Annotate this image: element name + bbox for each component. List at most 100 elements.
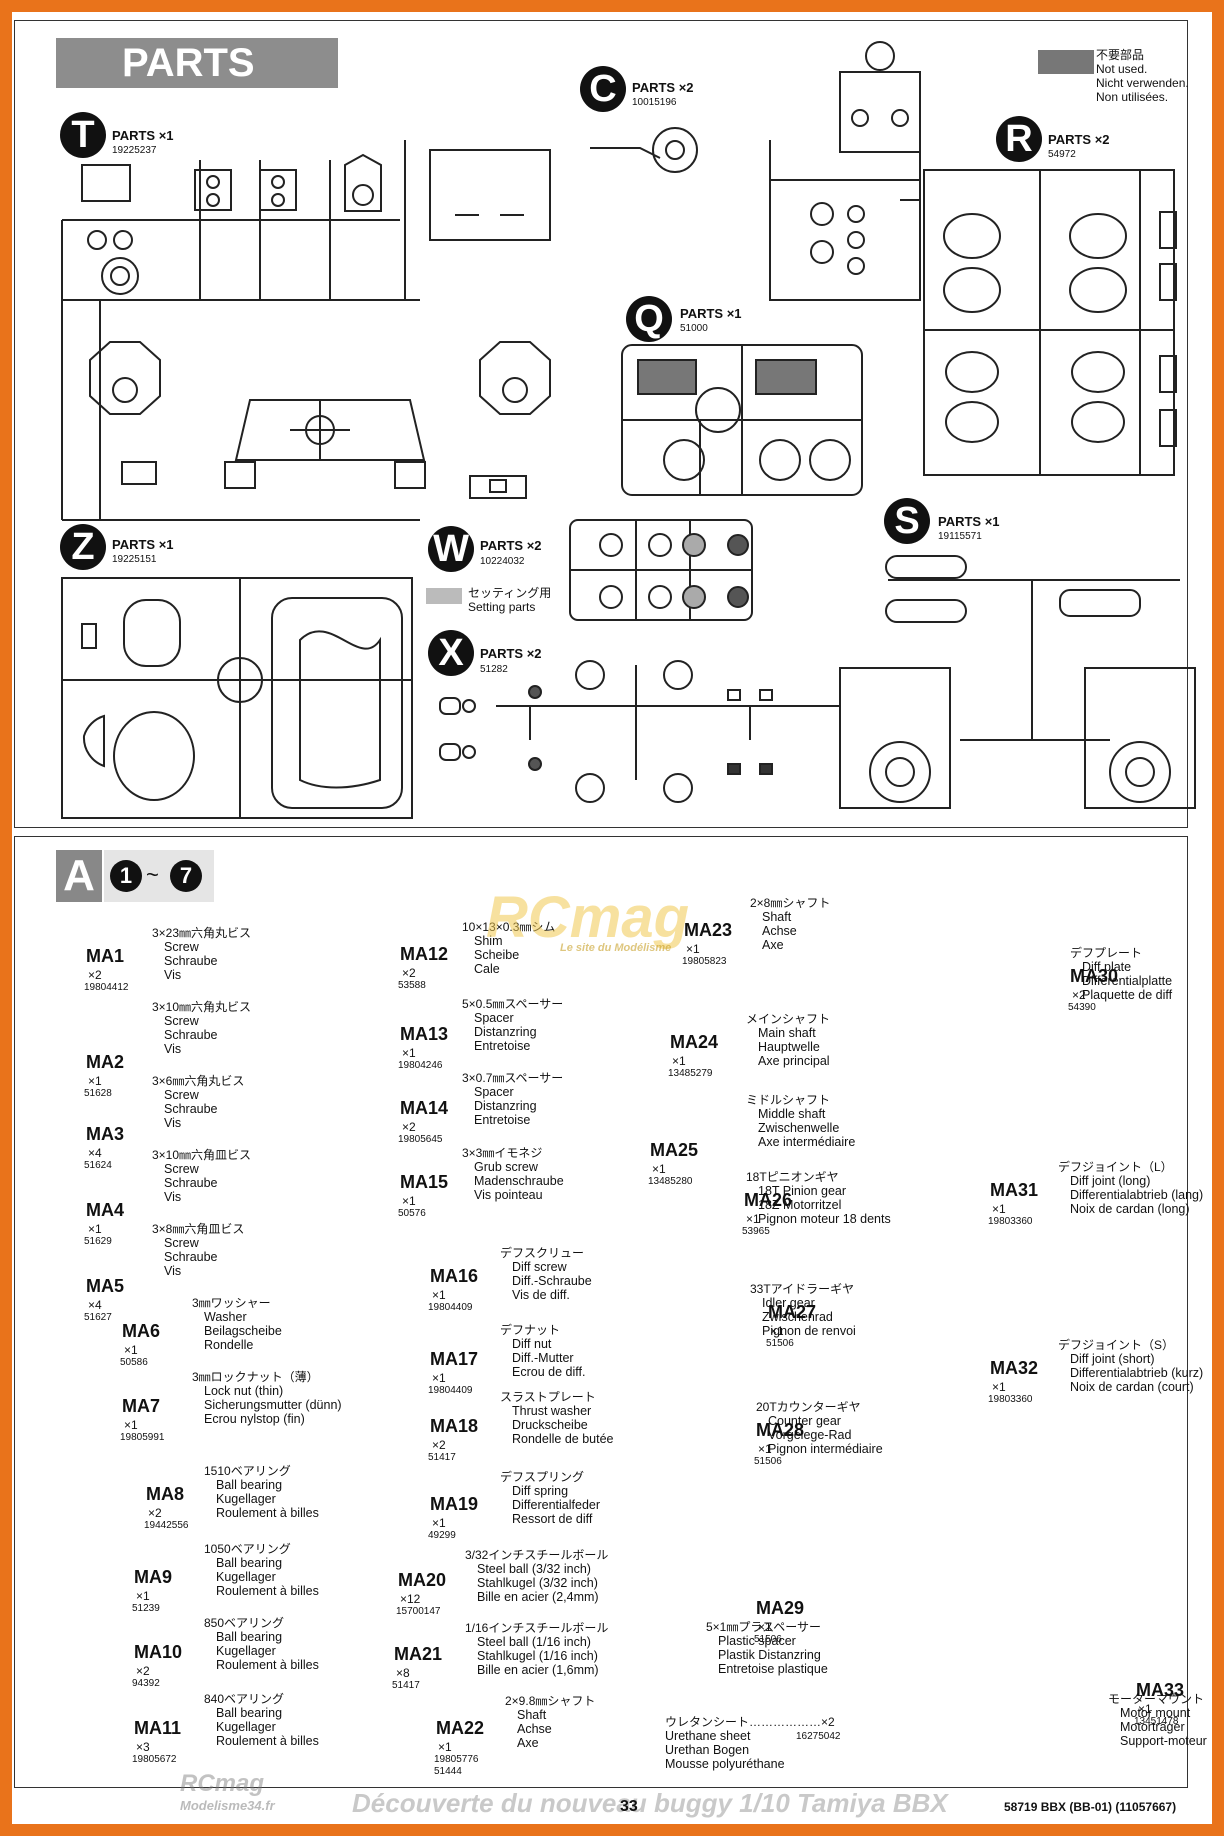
item-code: MA7 (122, 1396, 161, 1416)
item-desc-line: Roulement à billes (216, 1506, 319, 1520)
item-desc-line: Kugellager (216, 1720, 276, 1734)
item-code: MA24 (670, 1032, 719, 1052)
item-desc-line: Ecrou de diff. (512, 1365, 586, 1379)
item-desc-line: Plastic spacer (718, 1634, 796, 1648)
item-jp-name: 5×0.5㎜スペーサー (462, 997, 564, 1011)
item-qty: ×1 (992, 1380, 1006, 1394)
item-desc-line: Axe intermédiaire (758, 1135, 856, 1149)
item-desc-line: Beilagscheibe (204, 1324, 282, 1338)
item-desc-line: Rondelle de butée (512, 1432, 614, 1446)
item-code: MA1 (86, 946, 125, 966)
item-desc-line: Axe (762, 938, 784, 952)
item-desc-line: Sicherungsmutter (dünn) (204, 1398, 342, 1412)
item-code: MA23 (684, 920, 733, 940)
item-desc-line: Stahlkugel (3/32 inch) (477, 1576, 598, 1590)
item-jp-name: デフナット (500, 1323, 561, 1337)
item-desc-line: 18T Pinion gear (758, 1184, 847, 1198)
item-jp-name: デフスクリュー (500, 1246, 585, 1260)
item-desc-line: Vis (164, 1116, 182, 1130)
item-jp-name: 3㎜ワッシャー (192, 1296, 271, 1310)
item-code: MA2 (86, 1052, 125, 1072)
item-qty: ×1 (672, 1054, 686, 1068)
item-desc-line: Kugellager (216, 1570, 276, 1584)
item-ref: 13485280 (648, 1176, 693, 1187)
item-desc-line: Shim (474, 934, 503, 948)
item-ref: 50586 (120, 1357, 148, 1368)
item-desc-line: Rondelle (204, 1338, 254, 1352)
sprue-t-badge: T (60, 112, 106, 158)
watermark-logo: RCmag (486, 885, 690, 950)
item-jp-name: モーターマウント (1108, 1692, 1205, 1706)
item-desc-line: Schraube (164, 1176, 218, 1190)
item-desc-line: Entretoise (474, 1039, 531, 1053)
item-desc-line: Pignon de renvoi (762, 1324, 856, 1338)
sprue-z-badge: Z (60, 524, 106, 570)
item-ref: 49299 (428, 1530, 456, 1541)
item-ref: 51506 (754, 1634, 782, 1645)
item-desc-line: Bille en acier (2,4mm) (477, 1590, 599, 1604)
item-ref2: 51444 (434, 1766, 462, 1777)
item-ref: 19805776 (434, 1754, 479, 1765)
sprue-s-badge: S (884, 498, 930, 544)
item-qty: ×1 (770, 1324, 784, 1338)
item-desc-line: Diff nut (512, 1337, 552, 1351)
item-desc-line: Zwischenrad (762, 1310, 833, 1324)
item-desc-line: Distanzring (474, 1099, 537, 1113)
item-ref: 19804246 (398, 1060, 443, 1071)
item-desc-line: Lock nut (thin) (204, 1384, 284, 1398)
item-jp-name: スラストプレート (500, 1390, 596, 1404)
item-desc-line: Plaquette de diff (1082, 988, 1173, 1002)
step-from-badge: 1 (110, 860, 142, 892)
item-qty: ×1 (124, 1418, 138, 1432)
item-desc-line: Ressort de diff (512, 1512, 593, 1526)
item-qty: ×4 (88, 1146, 102, 1160)
item-jp-name: 1510ベアリング (204, 1464, 291, 1478)
sprue-q-pn: 51000 (680, 323, 708, 334)
item-desc-line: Screw (164, 1014, 199, 1028)
sprue-q-label: PARTS ×1 (680, 306, 742, 321)
item-desc-line: Stahlkugel (1/16 inch) (477, 1649, 598, 1663)
urethane-ref: 16275042 (796, 1731, 841, 1742)
item-jp-name: デフジョイント（S） (1058, 1338, 1175, 1352)
item-qty: ×1 (746, 1212, 760, 1226)
item-desc-line: Ball bearing (216, 1556, 283, 1570)
item-desc-line: Ball bearing (216, 1630, 283, 1644)
item-qty: ×1 (432, 1516, 446, 1530)
item-desc-line: 18Z Motorritzel (758, 1198, 842, 1212)
item-qty: ×1 (686, 942, 700, 956)
item-code: MA5 (86, 1276, 125, 1296)
item-desc-line: Madenschraube (474, 1174, 564, 1188)
item-desc-line: Differentialplatte (1082, 974, 1173, 988)
sprue-x-badge: X (428, 630, 474, 676)
item-qty: ×2 (402, 1120, 416, 1134)
item-desc-line: Distanzring (474, 1025, 537, 1039)
item-jp-name: ミドルシャフト (746, 1093, 831, 1107)
item-desc-line: Diff spring (512, 1484, 569, 1498)
item-desc-line: Druckscheibe (512, 1418, 588, 1432)
item-jp-name: 5×1㎜プラスペーサー (706, 1620, 822, 1634)
item-code: MA17 (430, 1349, 479, 1369)
item-desc-line: Plastik Distanzring (718, 1648, 821, 1662)
item-code: MA27 (768, 1302, 817, 1322)
item-desc-line: Schraube (164, 1102, 218, 1116)
sprue-q-badge: Q (626, 296, 672, 342)
item-qty: ×1 (432, 1371, 446, 1385)
sprue-t-pn: 19225237 (112, 145, 157, 156)
item-code: MA22 (436, 1718, 485, 1738)
item-ref: 19805645 (398, 1134, 443, 1145)
sprue-c-label: PARTS ×2 (632, 80, 694, 95)
item-ref: 13485279 (668, 1068, 713, 1079)
watermark-bottom-logo: RCmag (180, 1770, 265, 1797)
item-ref: 51239 (132, 1603, 160, 1614)
item-desc-line: Steel ball (3/32 inch) (477, 1562, 591, 1576)
item-ref: 51417 (428, 1452, 456, 1463)
item-desc-line: Screw (164, 940, 199, 954)
item-desc-line: Scheibe (474, 948, 520, 962)
sprue-c-badge: C (580, 66, 626, 112)
item-ref: 19805991 (120, 1432, 165, 1443)
item-ref: 50576 (398, 1208, 426, 1219)
item-qty: ×1 (438, 1740, 452, 1754)
item-jp-name: 3×8㎜六角皿ビス (152, 1222, 245, 1236)
item-qty: ×2 (148, 1506, 162, 1520)
